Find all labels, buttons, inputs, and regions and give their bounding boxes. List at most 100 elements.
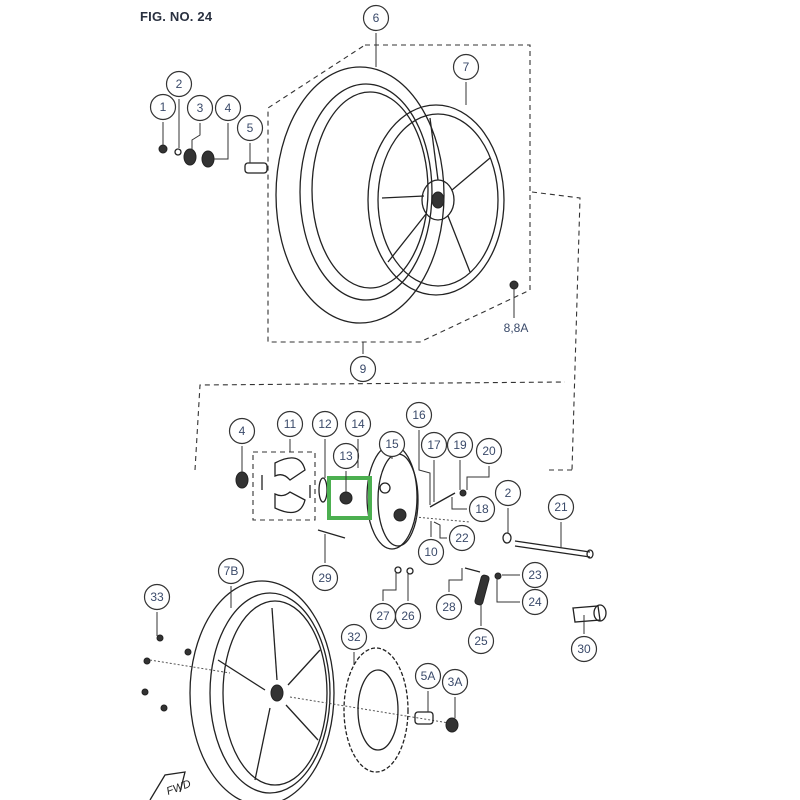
callout-label: 15 (385, 437, 399, 451)
callout-label: 16 (412, 408, 426, 422)
leader-line (191, 123, 201, 149)
callout-circle (448, 524, 476, 552)
part-27-washer (394, 566, 402, 574)
callout-circle (452, 53, 480, 81)
callout-circle (547, 493, 575, 521)
callout-10: 10 (417, 521, 445, 566)
callout-label: 7B (224, 564, 239, 578)
part-23-24-nut (494, 572, 502, 580)
front-wheel-7b (189, 580, 335, 800)
callout-label: 27 (376, 609, 390, 623)
leader-line (214, 123, 229, 160)
callout-label: 32 (347, 630, 361, 644)
brake-shoes (261, 457, 311, 514)
brake-group-boundary (194, 381, 566, 471)
part-28-bolt (464, 567, 481, 573)
callout-12: 12 (311, 410, 339, 478)
callout-label: 19 (453, 438, 467, 452)
callout-circle (570, 635, 598, 663)
callout-label: 4 (225, 101, 232, 115)
callout-18: 18 (451, 495, 496, 523)
callout-circle (417, 538, 445, 566)
callout-circle (494, 479, 522, 507)
highlight-part-13 (327, 476, 372, 520)
callout-25: 25 (467, 605, 495, 655)
leader-line (418, 430, 431, 505)
callout-6: 6 (362, 4, 390, 67)
callout-23: 23 (502, 561, 549, 589)
callout-circle (311, 410, 339, 438)
part-17-bolt (429, 492, 456, 508)
callout-30: 30 (570, 615, 598, 663)
callout-circle (414, 662, 442, 690)
callout-label: 3 (197, 101, 204, 115)
leader-line (496, 578, 520, 603)
callout-1: 1 (149, 93, 177, 145)
callout-3a: 3A (441, 668, 469, 718)
callout-label: 2 (505, 486, 512, 500)
callout-circle (340, 623, 368, 651)
callout-label: 14 (351, 417, 365, 431)
callout-label: 25 (474, 634, 488, 648)
callout-circle (236, 114, 264, 142)
part-21-axle (514, 540, 594, 559)
bolts-33 (141, 634, 192, 712)
brake-disc (343, 647, 409, 773)
callout-28: 28 (435, 568, 463, 621)
callout-label: 28 (442, 600, 456, 614)
callout-label: 18 (475, 502, 489, 516)
callout-circle (228, 417, 256, 445)
callout-circle (468, 495, 496, 523)
callout-circle (165, 70, 193, 98)
callout-label: 22 (455, 531, 469, 545)
figure-title: FIG. NO. 24 (140, 9, 213, 24)
part-5a-collar (414, 711, 434, 725)
callout-14: 14 (344, 410, 372, 468)
callout-circle (521, 588, 549, 616)
callout-circle (378, 430, 406, 458)
callout-7b: 7B (217, 557, 245, 608)
callout-label: 17 (427, 438, 441, 452)
part-25-brake-arm (474, 574, 490, 606)
callout-2: 2 (494, 479, 522, 533)
callout-circle (441, 668, 469, 696)
callout-circle (446, 431, 474, 459)
callout-label: 9 (360, 362, 367, 376)
fwd-label: FWD (165, 778, 193, 798)
callout-13: 13 (332, 442, 360, 492)
part-13-cam (339, 491, 353, 505)
callout-label: 5A (421, 669, 436, 683)
callout-label: 3A (448, 675, 463, 689)
callout-2: 2 (165, 70, 193, 148)
callout-label: 5 (247, 121, 254, 135)
callout-label: 4 (239, 424, 246, 438)
callout-circle (362, 4, 390, 32)
callout-8-8a: 8,8A (504, 321, 529, 335)
callout-22: 22 (433, 521, 476, 552)
callout-29: 29 (311, 534, 339, 592)
callout-16: 16 (405, 401, 433, 505)
callout-24: 24 (496, 578, 549, 616)
assembly-boundary-right (531, 191, 581, 471)
callout-7: 7 (452, 53, 480, 105)
callout-label: 23 (528, 568, 542, 582)
leader-line (433, 521, 447, 539)
callout-label: 21 (554, 500, 568, 514)
axis-line (414, 516, 471, 523)
part-30-sleeve (572, 604, 607, 623)
part-29-spring (317, 529, 346, 539)
callout-circle (276, 410, 304, 438)
callout-circle (217, 557, 245, 585)
valve (509, 280, 519, 318)
part-3a-bearing (445, 717, 459, 733)
callout-circle (186, 94, 214, 122)
callout-circle (420, 431, 448, 459)
part-3-bearing (183, 148, 197, 166)
callout-label: 10 (424, 545, 438, 559)
callout-15: 15 (378, 430, 406, 459)
part-4-bearing (201, 150, 215, 168)
leader-line (382, 573, 397, 601)
brake-panel (366, 444, 419, 550)
callout-label: 12 (318, 417, 332, 431)
